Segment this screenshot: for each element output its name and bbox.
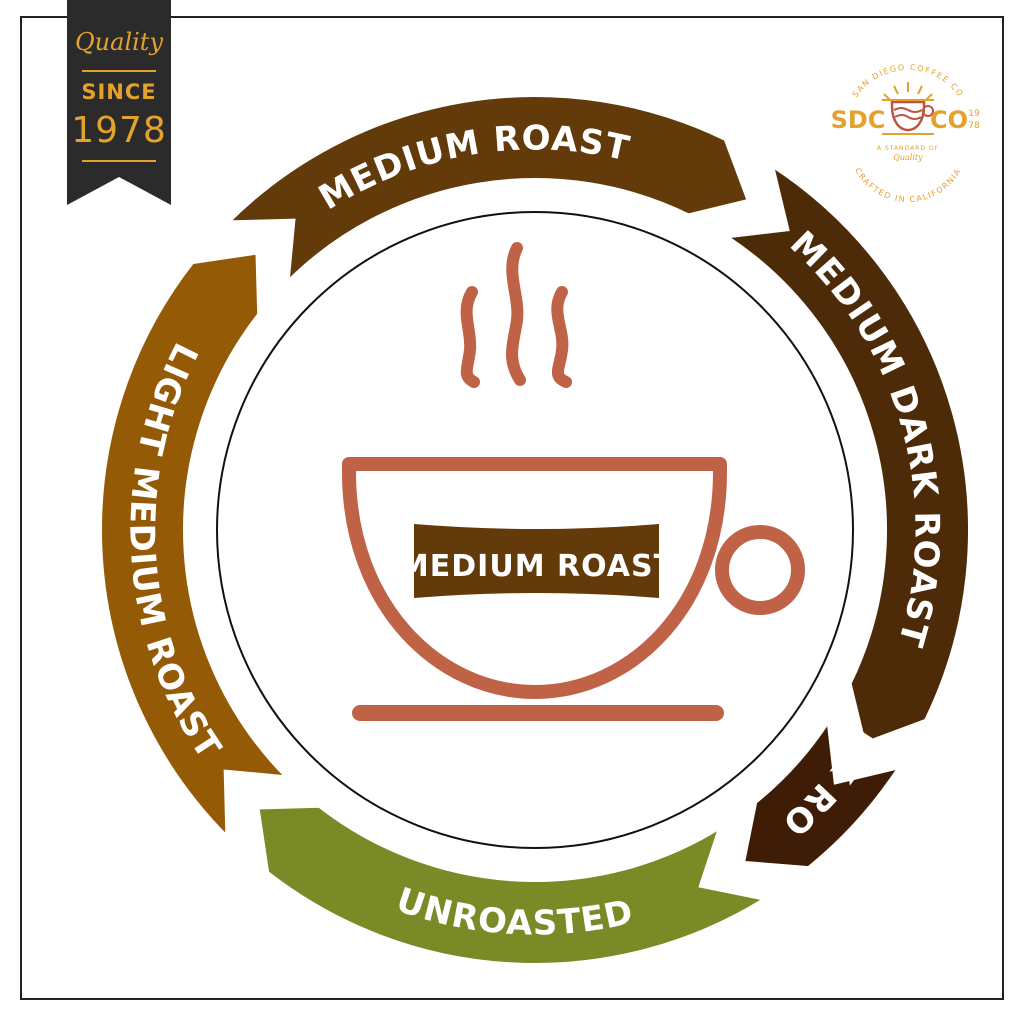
roast-stage-arrow <box>222 93 752 288</box>
sdc-logo: SAN DIEGO COFFEE CO SDC CO 19 78 A STAND… <box>831 64 980 204</box>
badge-divider <box>82 160 156 162</box>
logo-cup-icon <box>882 99 934 135</box>
roast-stage-arrow <box>255 803 771 967</box>
logo-left-text: SDC <box>831 106 886 134</box>
logo-arc-top-text: SAN DIEGO COFFEE CO <box>851 64 966 99</box>
roast-stage-arrow <box>719 160 972 747</box>
current-roast-label: MEDIUM ROAST <box>399 549 675 584</box>
logo-year-top: 19 <box>968 109 980 119</box>
logo-year-bottom: 78 <box>968 121 980 131</box>
badge-divider <box>82 70 156 72</box>
current-roast-banner: MEDIUM ROAST <box>399 524 675 598</box>
logo-tagline: A STANDARD OF <box>877 145 939 152</box>
roast-stage-arrow <box>740 714 905 871</box>
quality-since-badge: Quality SINCE 1978 <box>67 0 171 205</box>
logo-arc-bottom-text: CRAFTED IN CALIFORNIA <box>853 166 963 204</box>
border-frame <box>20 16 1004 1000</box>
sun-rays-icon <box>883 82 933 101</box>
roast-stage-arrow <box>98 250 293 843</box>
badge-quality-script: Quality <box>75 28 163 56</box>
logo-script: Quality <box>893 153 923 162</box>
roast-stage-segments <box>98 93 972 967</box>
badge-since: SINCE <box>81 80 157 104</box>
coffee-cup-icon <box>342 457 805 721</box>
steam-icon <box>460 242 572 388</box>
badge-year: 1978 <box>71 110 167 151</box>
logo-right-text: CO <box>930 106 968 134</box>
